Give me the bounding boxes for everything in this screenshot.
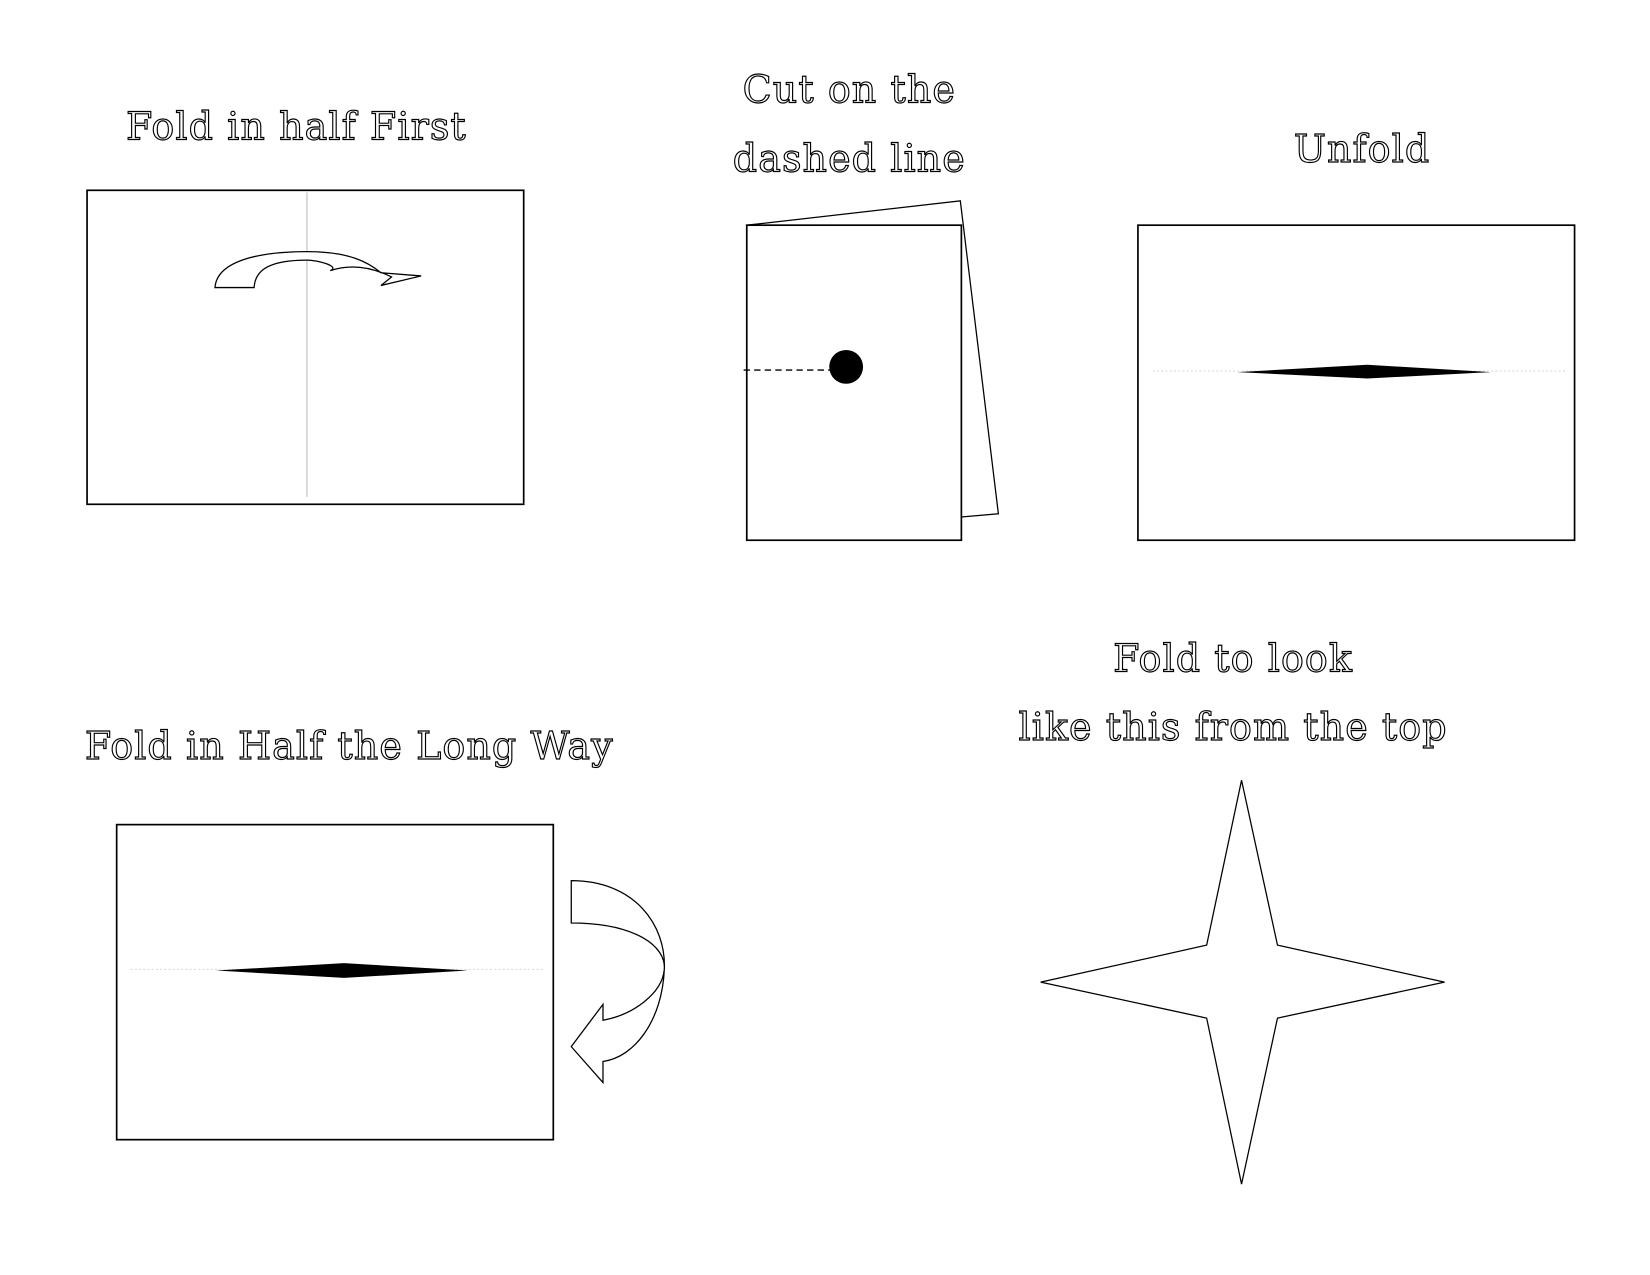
step-unfold: Unfold — [1137, 126, 1576, 542]
cut-slit — [216, 963, 468, 978]
step-5-title-line-1: Fold to look — [1113, 636, 1353, 680]
step-2-title-line-1: Cut on the — [743, 68, 956, 112]
cut-slit — [1237, 364, 1492, 379]
folded-card — [745, 224, 963, 542]
curved-arrow-icon — [214, 250, 422, 289]
cut-dot — [829, 349, 864, 384]
step-3-title: Unfold — [1294, 127, 1430, 171]
curved-arrow-icon — [570, 880, 665, 1085]
star-shape — [1040, 780, 1445, 1185]
step-final-star: Fold to look like this from the top — [1018, 636, 1448, 1185]
step-2-title-line-2: dashed line — [733, 136, 966, 180]
step-fold-long-way: Fold in Half the Long Way — [84, 723, 665, 1141]
step-fold-in-half: Fold in half First — [86, 104, 525, 506]
paper-sheet — [115, 823, 555, 1141]
step-1-title: Fold in half First — [126, 105, 467, 149]
step-5-title-line-2: like this from the top — [1019, 705, 1448, 749]
step-4-title: Fold in Half the Long Way — [85, 724, 614, 768]
paper-sheet — [1137, 224, 1576, 542]
paper-sheet — [86, 189, 525, 506]
step-cut: Cut on the dashed line — [732, 67, 1000, 542]
